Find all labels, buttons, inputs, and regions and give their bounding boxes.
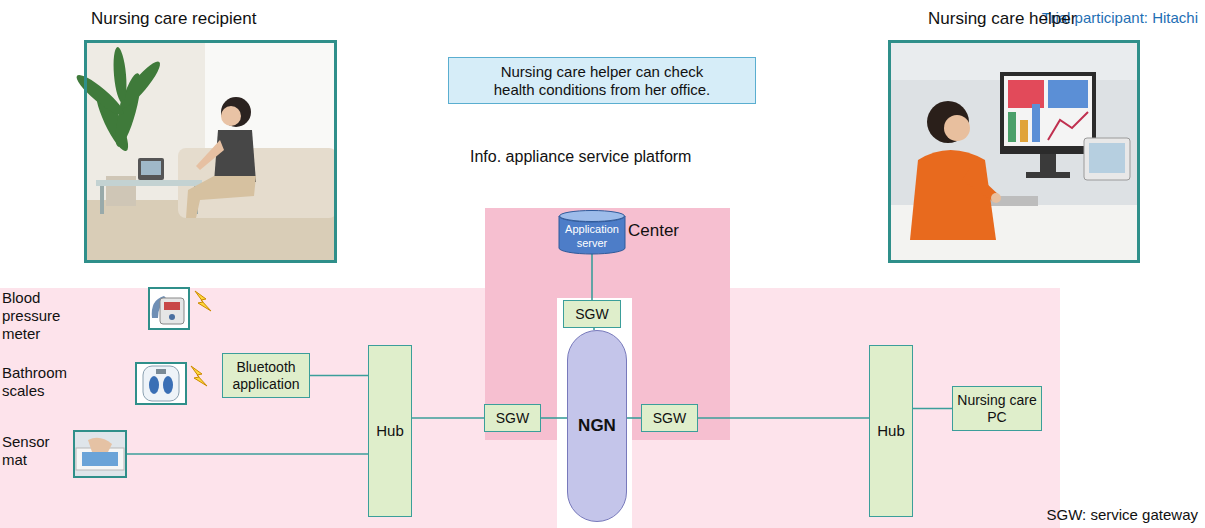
connector-line: [627, 417, 641, 419]
sensor-mat-picture: [88, 438, 112, 452]
gateway-box: SGW: [641, 404, 698, 432]
wireless-symbol: [195, 291, 211, 311]
node-heading: Blood pressure meter: [2, 289, 77, 343]
recipient-photo: [84, 40, 337, 263]
blood-pressure-meter-picture: [160, 298, 184, 324]
recipient-photo: [186, 176, 256, 218]
recipient-photo: [112, 47, 129, 104]
helper-photo: [1040, 154, 1056, 174]
node-text: Hub: [877, 422, 905, 440]
hub-box: Hub: [368, 345, 412, 517]
helper-photo: [1048, 112, 1088, 140]
recipient-photo: [178, 148, 337, 218]
node-text: SGW: [653, 410, 686, 427]
helper-photo: [944, 115, 970, 141]
recipient-photo: [100, 186, 104, 214]
device-icon: Sensor mat: [73, 430, 127, 478]
wireless-symbol: [191, 291, 211, 386]
helper-photo: [1089, 143, 1125, 173]
node-heading: Bathroom scales: [2, 364, 77, 400]
recipient-photo: [141, 161, 161, 175]
helper-photo: [1048, 80, 1088, 108]
connector-line: [698, 417, 869, 419]
bathroom-scales-picture: [135, 362, 187, 405]
bathroom-scales-picture: [163, 376, 173, 394]
gateway-box: SGW: [563, 300, 621, 328]
blood-pressure-meter-picture: [169, 314, 175, 320]
network-capsule: NGN: [567, 330, 627, 522]
recipient-photo: [138, 158, 164, 180]
bathroom-scales-picture: [149, 376, 159, 394]
node-text: Hub: [376, 422, 404, 440]
sensor-mat-picture: [73, 430, 127, 478]
connector-line: [310, 375, 368, 377]
bathroom-scales-picture: [143, 366, 179, 401]
node-text: NGN: [578, 416, 616, 436]
note-box: Nursing care helper can check health con…: [448, 57, 756, 104]
photo-caption: Nursing care helper: [928, 9, 1076, 29]
node-text: Nursing care PC: [957, 392, 1037, 426]
recipient-photo: [221, 97, 251, 127]
helper-photo: [1000, 72, 1096, 154]
node-text: SGW: [496, 410, 529, 427]
device-icon: Blood pressure meter: [148, 287, 190, 330]
connector-line: [541, 417, 567, 419]
gateway-box: SGW: [484, 404, 541, 432]
blood-pressure-meter-picture: [148, 287, 190, 330]
node-text: Application server: [562, 223, 622, 249]
sensor-mat-picture: [82, 452, 118, 466]
helper-photo: [991, 193, 1001, 203]
helper-photo: [910, 150, 996, 240]
helper-photo: [1008, 80, 1044, 108]
sensor-mat-picture: [73, 430, 127, 478]
hub-box: Hub: [869, 345, 913, 517]
node-text: SGW: [575, 306, 608, 323]
abbreviation-note: SGW: service gateway: [1047, 506, 1198, 524]
connector-line: [412, 417, 484, 419]
helper-photo: [1026, 172, 1070, 178]
node-text: Bluetooth application: [227, 359, 305, 393]
wireless-symbol: [191, 366, 207, 386]
network-band: [0, 288, 557, 528]
node-heading: Center: [628, 221, 718, 241]
connector-line: [591, 254, 593, 300]
blood-pressure-meter-picture: [148, 287, 190, 330]
recipient-photo: [196, 140, 224, 170]
blood-pressure-meter-picture: [164, 302, 180, 310]
recipient-photo: [214, 130, 256, 182]
cylinder-top: [560, 211, 625, 222]
bathroom-scales-picture: [135, 362, 187, 405]
helper-photo: [888, 40, 1140, 263]
server-cylinder: Application server: [559, 210, 625, 254]
recipient-photo: [73, 40, 337, 263]
node-text: Nursing care helper can check health con…: [480, 63, 725, 99]
helper-photo: [927, 101, 969, 143]
helper-photo: [1032, 104, 1040, 142]
platform-label: Info. appliance service platform: [470, 147, 691, 166]
connector-line: [127, 453, 368, 455]
helper-photo: [1084, 138, 1130, 180]
application-box: Bluetooth application: [222, 353, 310, 398]
device-icon: Bathroom scales: [135, 362, 187, 405]
helper-photo: [890, 42, 1139, 262]
recipient-photo: [86, 42, 336, 262]
pc-box: Nursing care PC: [952, 386, 1042, 431]
helper-photo: [1004, 76, 1092, 146]
bathroom-scales-picture: [156, 369, 166, 374]
helper-photo: [888, 40, 1140, 263]
helper-photo: [962, 168, 1000, 202]
helper-photo: [1008, 112, 1016, 142]
helper-photo: [1020, 120, 1028, 142]
connector-line: [913, 408, 952, 410]
node-heading: Sensor mat: [2, 433, 68, 469]
photo-caption: Nursing care recipient: [91, 9, 256, 29]
recipient-photo: [221, 106, 241, 126]
recipient-photo: [96, 180, 202, 186]
